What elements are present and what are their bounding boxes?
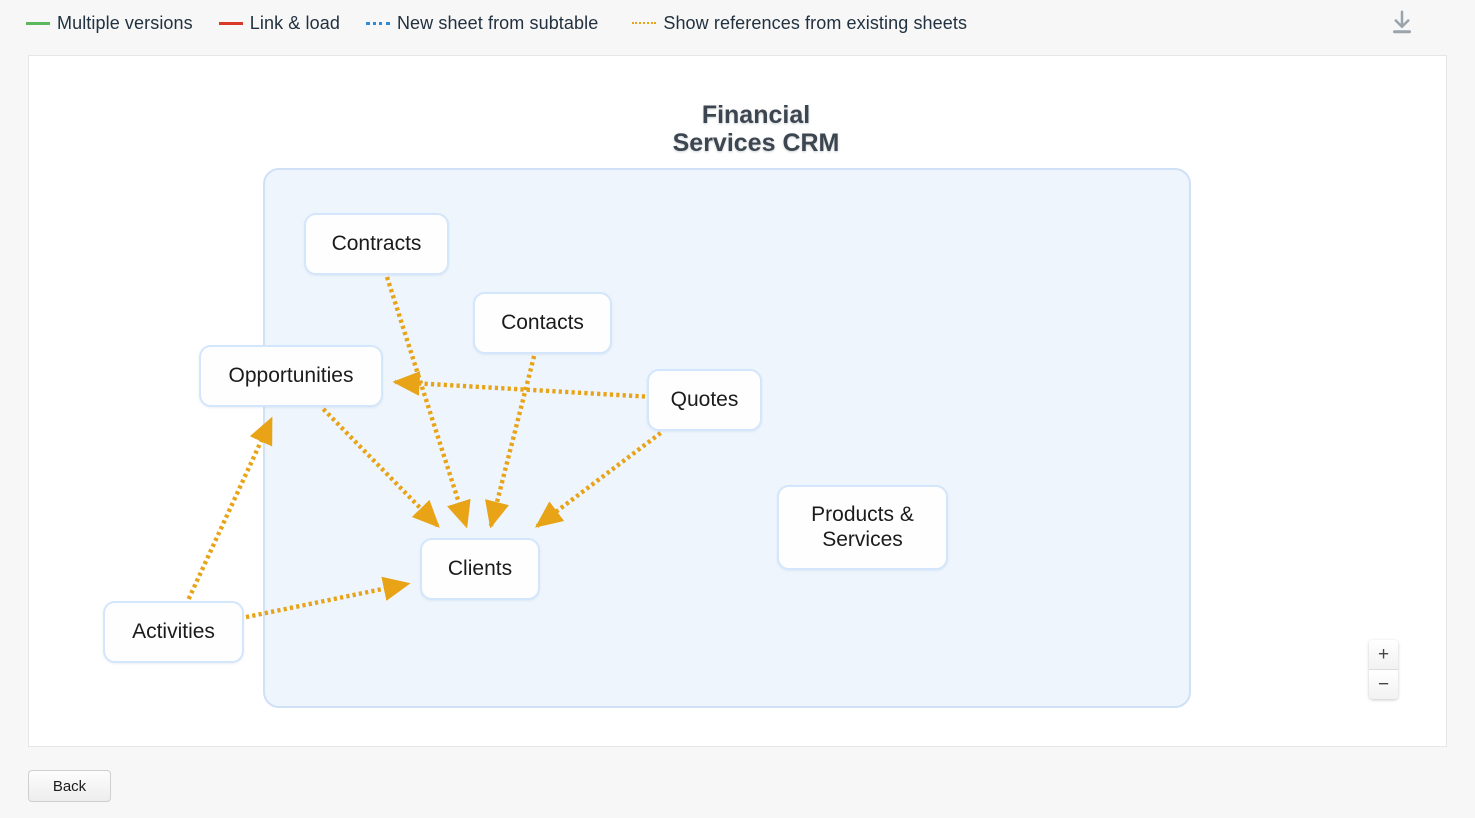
diagram-node-quotes[interactable]: Quotes: [647, 369, 762, 431]
legend-item-new-sheet-from-subtable: New sheet from subtable: [365, 12, 599, 34]
diagram-title-line-1: Financial: [701, 101, 811, 129]
diagram-node-label-line-2: Services: [822, 527, 903, 551]
diagram-node-label: Opportunities: [228, 363, 354, 387]
zoom-controls[interactable]: + −: [1369, 640, 1398, 699]
line-solid-green-icon: [26, 21, 50, 25]
diagram-node-label: Products & Services: [811, 503, 914, 553]
legend-item-label: Link & load: [249, 12, 340, 33]
zoom-out-button[interactable]: −: [1369, 670, 1398, 699]
diagram-title-line-2: Services CRM: [672, 129, 840, 157]
legend-bar: Multiple versions Link & load New sheet …: [0, 0, 1475, 46]
legend-item-link-and-load: Link & load: [218, 12, 340, 34]
diagram-node-label: Contracts: [331, 231, 422, 255]
download-icon[interactable]: [1387, 8, 1417, 38]
legend-item-label: New sheet from subtable: [396, 12, 599, 33]
legend-item-label: Multiple versions: [57, 12, 193, 33]
legend-item-multiple-versions: Multiple versions: [26, 13, 193, 34]
diagram-node-contacts[interactable]: Contacts: [473, 292, 612, 354]
diagram-node-clients[interactable]: Clients: [420, 538, 540, 600]
line-dotted-orange-icon: [632, 22, 657, 24]
diagram-node-label: Quotes: [670, 387, 739, 411]
diagram-node-opportunities[interactable]: Opportunities: [199, 345, 383, 407]
diagram-node-label: Contacts: [501, 310, 584, 334]
diagram-node-activities[interactable]: Activities: [103, 601, 244, 663]
line-solid-red-icon: [218, 21, 243, 25]
line-dotted-blue-icon: [365, 21, 390, 25]
diagram-title: Financial Services CRM: [591, 101, 921, 157]
back-button[interactable]: Back: [28, 770, 111, 802]
legend-item-show-references: Show references from existing sheets: [632, 13, 967, 34]
diagram-node-contracts[interactable]: Contracts: [304, 213, 449, 275]
legend-item-label: Show references from existing sheets: [663, 12, 968, 33]
diagram-node-label: Activities: [132, 619, 215, 643]
diagram-canvas[interactable]: Financial Services CRM Contracts Contact…: [28, 55, 1447, 747]
diagram-node-label: Clients: [447, 556, 513, 580]
diagram-node-label-line-1: Products &: [811, 502, 914, 526]
zoom-in-button[interactable]: +: [1369, 640, 1398, 670]
diagram-node-products-and-services[interactable]: Products & Services: [777, 485, 948, 570]
diagram-edge-activities-to-opportunities: [186, 416, 274, 600]
